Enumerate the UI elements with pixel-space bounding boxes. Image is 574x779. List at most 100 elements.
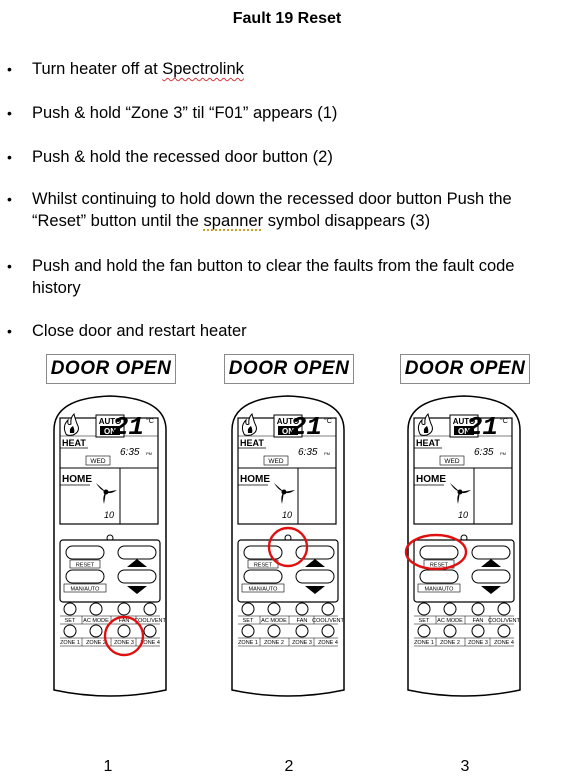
reset-label: RESET — [76, 563, 95, 569]
zone-3-label: ZONE 3 — [292, 640, 312, 646]
heat-label: HEAT — [416, 438, 440, 448]
fan-label: FAN — [473, 618, 484, 624]
zone-2-label: ZONE 2 — [440, 640, 460, 646]
home-label: HOME — [240, 474, 270, 485]
time-suffix: PM — [324, 451, 330, 456]
remote-diagram-3: DOOR OPEN AUTO ON 21 °C HEAT 6:35 PM WED… — [394, 352, 554, 712]
temperature-readout: 21 — [467, 412, 498, 442]
blank-button-left — [65, 545, 105, 560]
cool-vent-label: COOL/VENT — [488, 618, 520, 624]
time-readout: 6:35 — [474, 447, 494, 458]
zone-button-row — [63, 624, 157, 638]
flame-icon — [241, 413, 257, 436]
auto-label: AUTO — [99, 417, 122, 426]
highlight-circle — [404, 533, 468, 571]
home-label: HOME — [416, 474, 446, 485]
manauto-label: MAN/AUTO — [425, 587, 455, 593]
cool-vent-label: COOL/VENT — [134, 618, 166, 624]
temperature-unit: °C — [500, 417, 508, 425]
on-label: ON — [458, 427, 470, 436]
day-label: WED — [90, 458, 105, 465]
zone-4-label: ZONE 4 — [494, 640, 514, 646]
home-label: HOME — [62, 474, 92, 485]
day-label: WED — [268, 458, 283, 465]
fan-icon — [450, 483, 471, 504]
day-label: WED — [444, 458, 459, 465]
blank-button-right — [295, 545, 335, 560]
zone-2-label: ZONE 2 — [86, 640, 106, 646]
step-text: symbol disappears (3) — [263, 212, 431, 230]
temperature-readout: 21 — [113, 412, 144, 442]
grammar-word: spanner — [203, 212, 264, 230]
page-title: Fault 19 Reset — [232, 10, 342, 27]
step-text: Push & hold “Zone 3” til “F01” appears (… — [32, 104, 338, 122]
reset-label: RESET — [254, 563, 273, 569]
on-label: ON — [104, 427, 116, 436]
remote-diagram-2: DOOR OPEN AUTO ON 21 °C HEAT 6:35 PM WED… — [218, 352, 378, 712]
spellcheck-word: Spectrolink — [162, 60, 244, 78]
door-open-label: DOOR OPEN — [224, 354, 354, 384]
heat-label: HEAT — [62, 438, 86, 448]
reset-label: RESET — [430, 563, 449, 569]
highlight-circle — [267, 526, 309, 568]
fan-number: 10 — [282, 510, 292, 520]
highlight-circle — [103, 615, 145, 657]
flame-icon — [63, 413, 79, 436]
fan-number: 10 — [104, 510, 114, 520]
step-text: Turn heater off at — [32, 60, 163, 78]
lcd-display — [237, 417, 337, 525]
zone-button-row — [241, 624, 335, 638]
blank-button-left — [419, 545, 459, 560]
down-arrow-icon — [127, 586, 147, 594]
auto-label: AUTO — [453, 417, 476, 426]
caption-2: 2 — [284, 758, 294, 775]
fan-label: FAN — [297, 618, 308, 624]
caption-3: 3 — [460, 758, 470, 775]
down-button — [471, 569, 511, 584]
step-text: Close door and restart heater — [32, 322, 247, 340]
zone-3-label: ZONE 3 — [114, 640, 134, 646]
zone-3-label: ZONE 3 — [468, 640, 488, 646]
zone-4-label: ZONE 4 — [318, 640, 338, 646]
ac-mode-label: AC MODE — [261, 618, 287, 624]
fan-icon — [96, 483, 117, 504]
down-arrow-icon — [481, 586, 501, 594]
remote-control: AUTO ON 21 °C HEAT 6:35 PM WED HOME 10 — [53, 395, 167, 697]
step-text: Whilst continuing to hold down the reces… — [32, 190, 512, 230]
blank-button-right — [117, 545, 157, 560]
zone-button-row — [417, 624, 511, 638]
flame-icon — [417, 413, 433, 436]
bullet-icon: • — [7, 258, 12, 274]
time-readout: 6:35 — [298, 447, 318, 458]
remote-control: AUTO ON 21 °C HEAT 6:35 PM WED HOME 10 — [404, 395, 521, 697]
door-open-label: DOOR OPEN — [400, 354, 530, 384]
ac-mode-label: AC MODE — [83, 618, 109, 624]
function-button-row — [241, 602, 335, 616]
function-button-row — [63, 602, 157, 616]
caption-1: 1 — [103, 758, 113, 775]
bullet-icon: • — [7, 323, 12, 339]
manauto-label: MAN/AUTO — [71, 587, 101, 593]
remote-diagram-1: DOOR OPEN AUTO ON 21 °C HEAT 6:35 PM WED… — [40, 352, 200, 712]
time-suffix: PM — [146, 451, 152, 456]
set-label: SET — [65, 618, 76, 624]
blank-button-left — [243, 545, 283, 560]
zone-2-label: ZONE 2 — [264, 640, 284, 646]
temperature-unit: °C — [146, 417, 154, 425]
man-auto-button — [243, 569, 283, 584]
step-text: Push and hold the fan button to clear th… — [32, 257, 515, 297]
cool-vent-label: COOL/VENT — [312, 618, 344, 624]
fan-label: FAN — [119, 618, 130, 624]
man-auto-button — [419, 569, 459, 584]
zone-1-label: ZONE 1 — [414, 640, 434, 646]
function-button-row — [417, 602, 511, 616]
door-open-label: DOOR OPEN — [46, 354, 176, 384]
up-arrow-icon — [481, 559, 501, 567]
heat-label: HEAT — [240, 438, 264, 448]
bullet-icon: • — [7, 105, 12, 121]
step-text: Push & hold the recessed door button (2) — [32, 148, 333, 166]
time-readout: 6:35 — [120, 447, 140, 458]
up-arrow-icon — [127, 559, 147, 567]
fan-number: 10 — [458, 510, 468, 520]
bullet-icon: • — [7, 149, 12, 165]
